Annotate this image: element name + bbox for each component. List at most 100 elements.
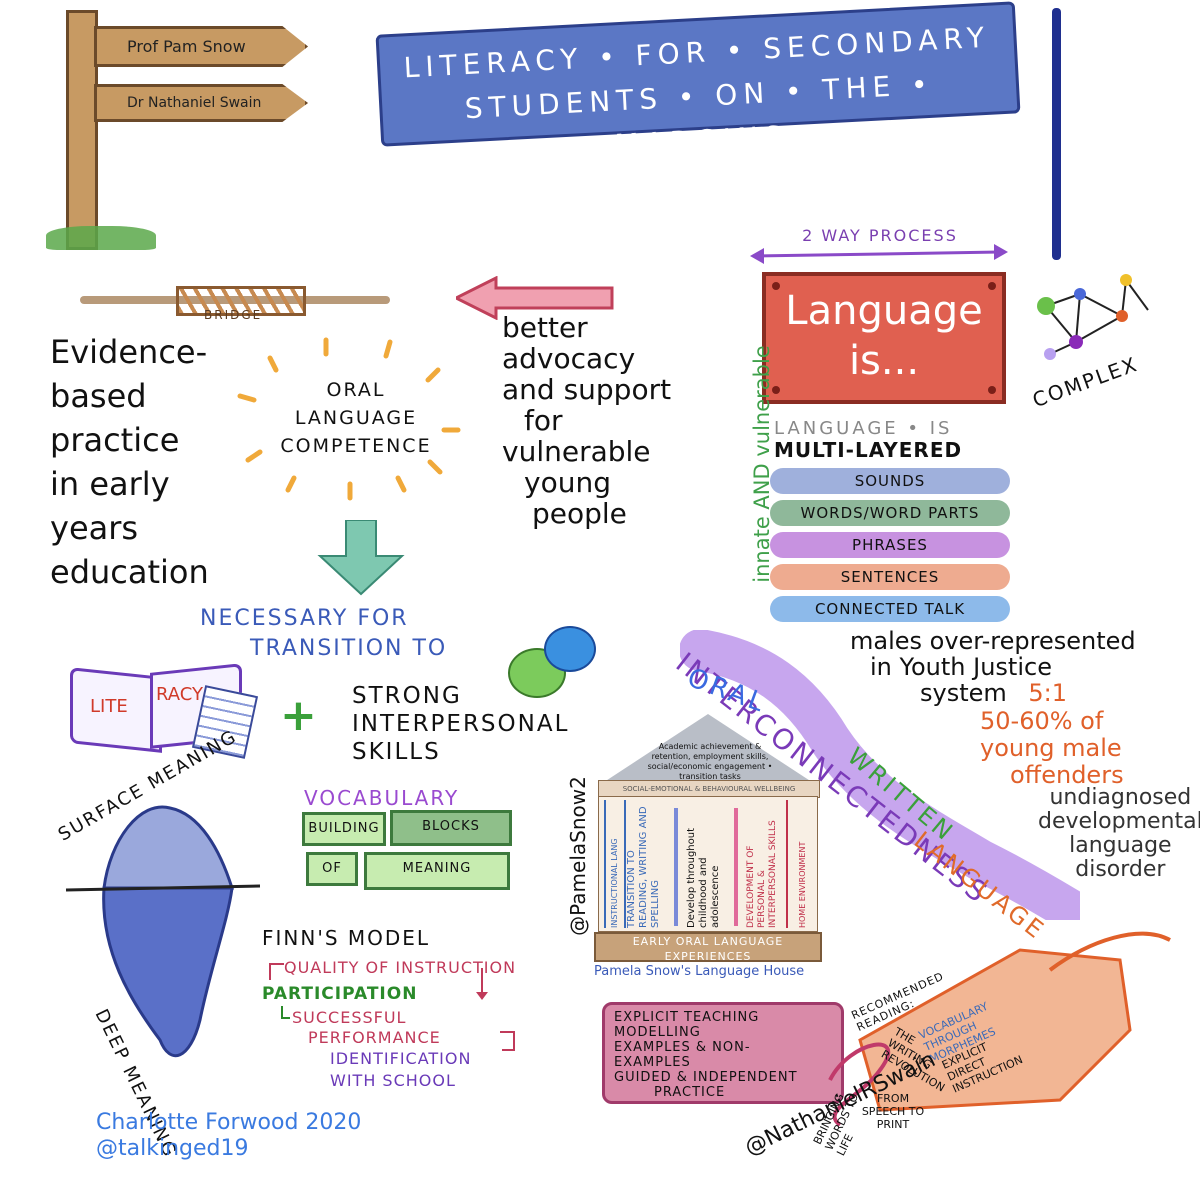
plus-sign: + [280,690,317,741]
males-ratio: 5:1 [1028,679,1068,707]
offenders-stat: 50-60% of young male offenders [980,708,1124,789]
book-right-text: RACY [156,684,204,705]
book-left-text: LITE [90,696,128,717]
layer-connected-talk: CONNECTED TALK [770,596,1010,622]
necessary-line-2: TRANSITION TO [250,636,448,661]
explicit-line: MODELLING [614,1025,701,1040]
credit-line-2: @talkinged19 [96,1136,249,1161]
advocacy-line: better [502,311,588,344]
finn-ident-1: IDENTIFICATION [330,1049,472,1068]
strong-line: SKILLS [352,739,441,765]
vocab-block-of: OF [306,852,358,886]
advocacy-text: better advocacy and support for vulnerab… [502,312,702,529]
advocacy-line: young [524,466,611,499]
strong-interpersonal-text: STRONG INTERPERSONAL SKILLS [352,682,569,766]
finn-successful-2: PERFORMANCE [308,1028,441,1047]
house-base: EARLY ORAL LANGUAGE EXPERIENCES [594,932,822,963]
explicit-line: EXAMPLES & NON- [614,1040,751,1055]
offenders-line-2: young male [980,734,1122,762]
necessary-for-label: NECESSARY FOR TRANSITION TO [200,604,530,664]
evidence-based-text: Evidence- based practice in early years … [50,330,280,594]
males-line-2: in Youth Justice [870,653,1052,681]
corner-dot [772,386,780,394]
finn-successful: SUCCESSFUL PERFORMANCE [292,1008,441,1048]
corner-dot [988,386,996,394]
house-col-2: TRANSITION TO READING, WRITING AND SPELL… [624,800,666,928]
recommended-reading-tag [828,931,1171,1127]
network-icon [1037,274,1149,360]
house-arrow-up [734,808,738,926]
males-system: system [920,679,1007,707]
two-way-label: 2 WAY PROCESS [802,226,958,245]
layer-words: WORDS/WORD PARTS [770,500,1010,526]
oral-line: LANGUAGE [294,407,418,429]
house-col-1: INSTRUCTIONAL LANG [604,800,622,928]
evidence-line: years [50,509,139,547]
down-arrow-icon [317,520,405,596]
vocab-block-building: BUILDING [302,812,386,846]
sunburst-rays [237,337,461,501]
iceberg-drawing [65,805,261,1058]
pamela-handle: @PamelaSnow2 [566,776,590,936]
innate-vulnerable-label: innate AND vulnerable [750,345,774,583]
advocacy-line: advocacy [502,342,636,375]
explicit-teaching-text: EXPLICIT TEACHING MODELLING EXAMPLES & N… [614,1010,798,1100]
credit: Charlotte Forwood 2020 @talkinged19 [96,1110,361,1162]
house-caption: Pamela Snow's Language House [594,964,805,979]
explicit-line: GUIDED & INDEPENDENT [614,1070,798,1085]
speech-bubble-icon [544,626,596,672]
advocacy-line: vulnerable [502,435,651,468]
language-is-label: LANGUAGE • IS [774,418,953,439]
undiagnosed-line: developmental [1038,809,1200,834]
finn-arrows [269,963,515,1051]
males-line-1: males over-represented [850,627,1136,655]
vocab-block-meaning: MEANING [364,852,510,890]
strong-line: INTERPERSONAL [352,711,570,737]
language-is-line-2: is... [848,338,920,384]
evidence-line: practice [50,421,180,459]
layer-sentences: SENTENCES [770,564,1010,590]
evidence-line: in early [50,465,170,503]
males-over-represented: males over-represented in Youth Justice … [850,628,1136,706]
strong-line: STRONG [352,683,462,709]
oral-language-competence: ORAL LANGUAGE COMPETENCE [256,376,456,460]
language-is-line-1: Language [785,288,983,334]
vocabulary-title: VOCABULARY [304,786,460,810]
advocacy-line: people [532,497,627,530]
finn-ident-2: WITH SCHOOL [330,1071,456,1090]
left-arrow-icon [456,276,614,320]
corner-dot [988,282,996,290]
signpost-sign-pam-snow: Prof Pam Snow [94,26,308,67]
oral-line: ORAL [326,379,386,401]
explicit-line: EXPLICIT TEACHING [614,1010,760,1025]
layer-phrases: PHRASES [770,532,1010,558]
advocacy-line: for [524,404,563,437]
house-body [598,796,818,932]
offenders-line-3: offenders [1010,761,1124,789]
evidence-line: based [50,377,147,415]
signpost-pole [66,10,98,250]
bridge-truss [176,286,306,316]
oral-line: COMPETENCE [280,435,432,457]
finn-successful-1: SUCCESSFUL [292,1008,407,1027]
finn-participation: PARTICIPATION [262,984,418,1004]
finn-quality: QUALITY OF INSTRUCTION [284,958,517,977]
evidence-line: Evidence- [50,333,208,371]
grass [46,226,156,250]
vocab-block-blocks: BLOCKS [390,810,512,846]
necessary-line-1: NECESSARY FOR [200,606,409,631]
undiagnosed-line: language [1069,833,1172,858]
evidence-line: education [50,553,209,591]
title-banner: LITERACY • FOR • SECONDARY STUDENTS • ON… [375,1,1021,161]
advocacy-line: and support [502,373,672,406]
double-arrow-icon [750,244,1008,264]
undiagnosed-text: undiagnosed developmental language disor… [1038,786,1200,882]
layer-sounds: SOUNDS [770,468,1010,494]
corner-dot [772,282,780,290]
recommended-speech: FROM SPEECH TO PRINT [861,1092,925,1131]
finn-identification: IDENTIFICATION WITH SCHOOL [330,1048,471,1092]
explicit-line: EXAMPLES [614,1055,691,1070]
finn-title: FINN'S MODEL [262,926,431,950]
signpost-sign-nathaniel-swain: Dr Nathaniel Swain [94,84,308,122]
undiagnosed-line: undiagnosed [1049,785,1192,810]
